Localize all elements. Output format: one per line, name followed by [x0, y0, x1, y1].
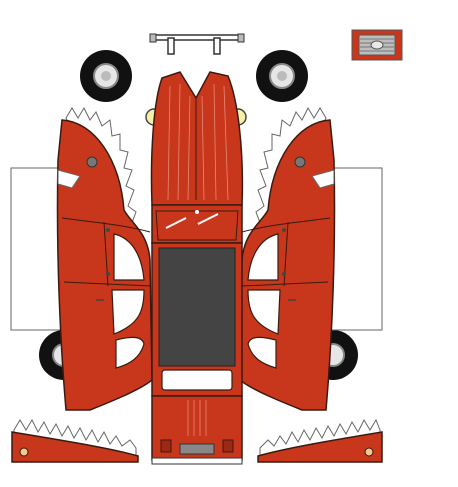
- wheel-top-right: [256, 50, 308, 102]
- left-side-panel: [56, 106, 153, 411]
- glue-tab-right: [329, 167, 383, 331]
- radiator-grille: [351, 29, 403, 61]
- wheel-top-left: [80, 50, 132, 102]
- right-side-panel: [239, 106, 336, 411]
- glue-tab-left: [10, 167, 64, 331]
- front-left-fender: [11, 418, 139, 463]
- main-body-net: [150, 71, 244, 465]
- front-right-fender: [257, 418, 383, 463]
- front-bumper: [149, 33, 245, 55]
